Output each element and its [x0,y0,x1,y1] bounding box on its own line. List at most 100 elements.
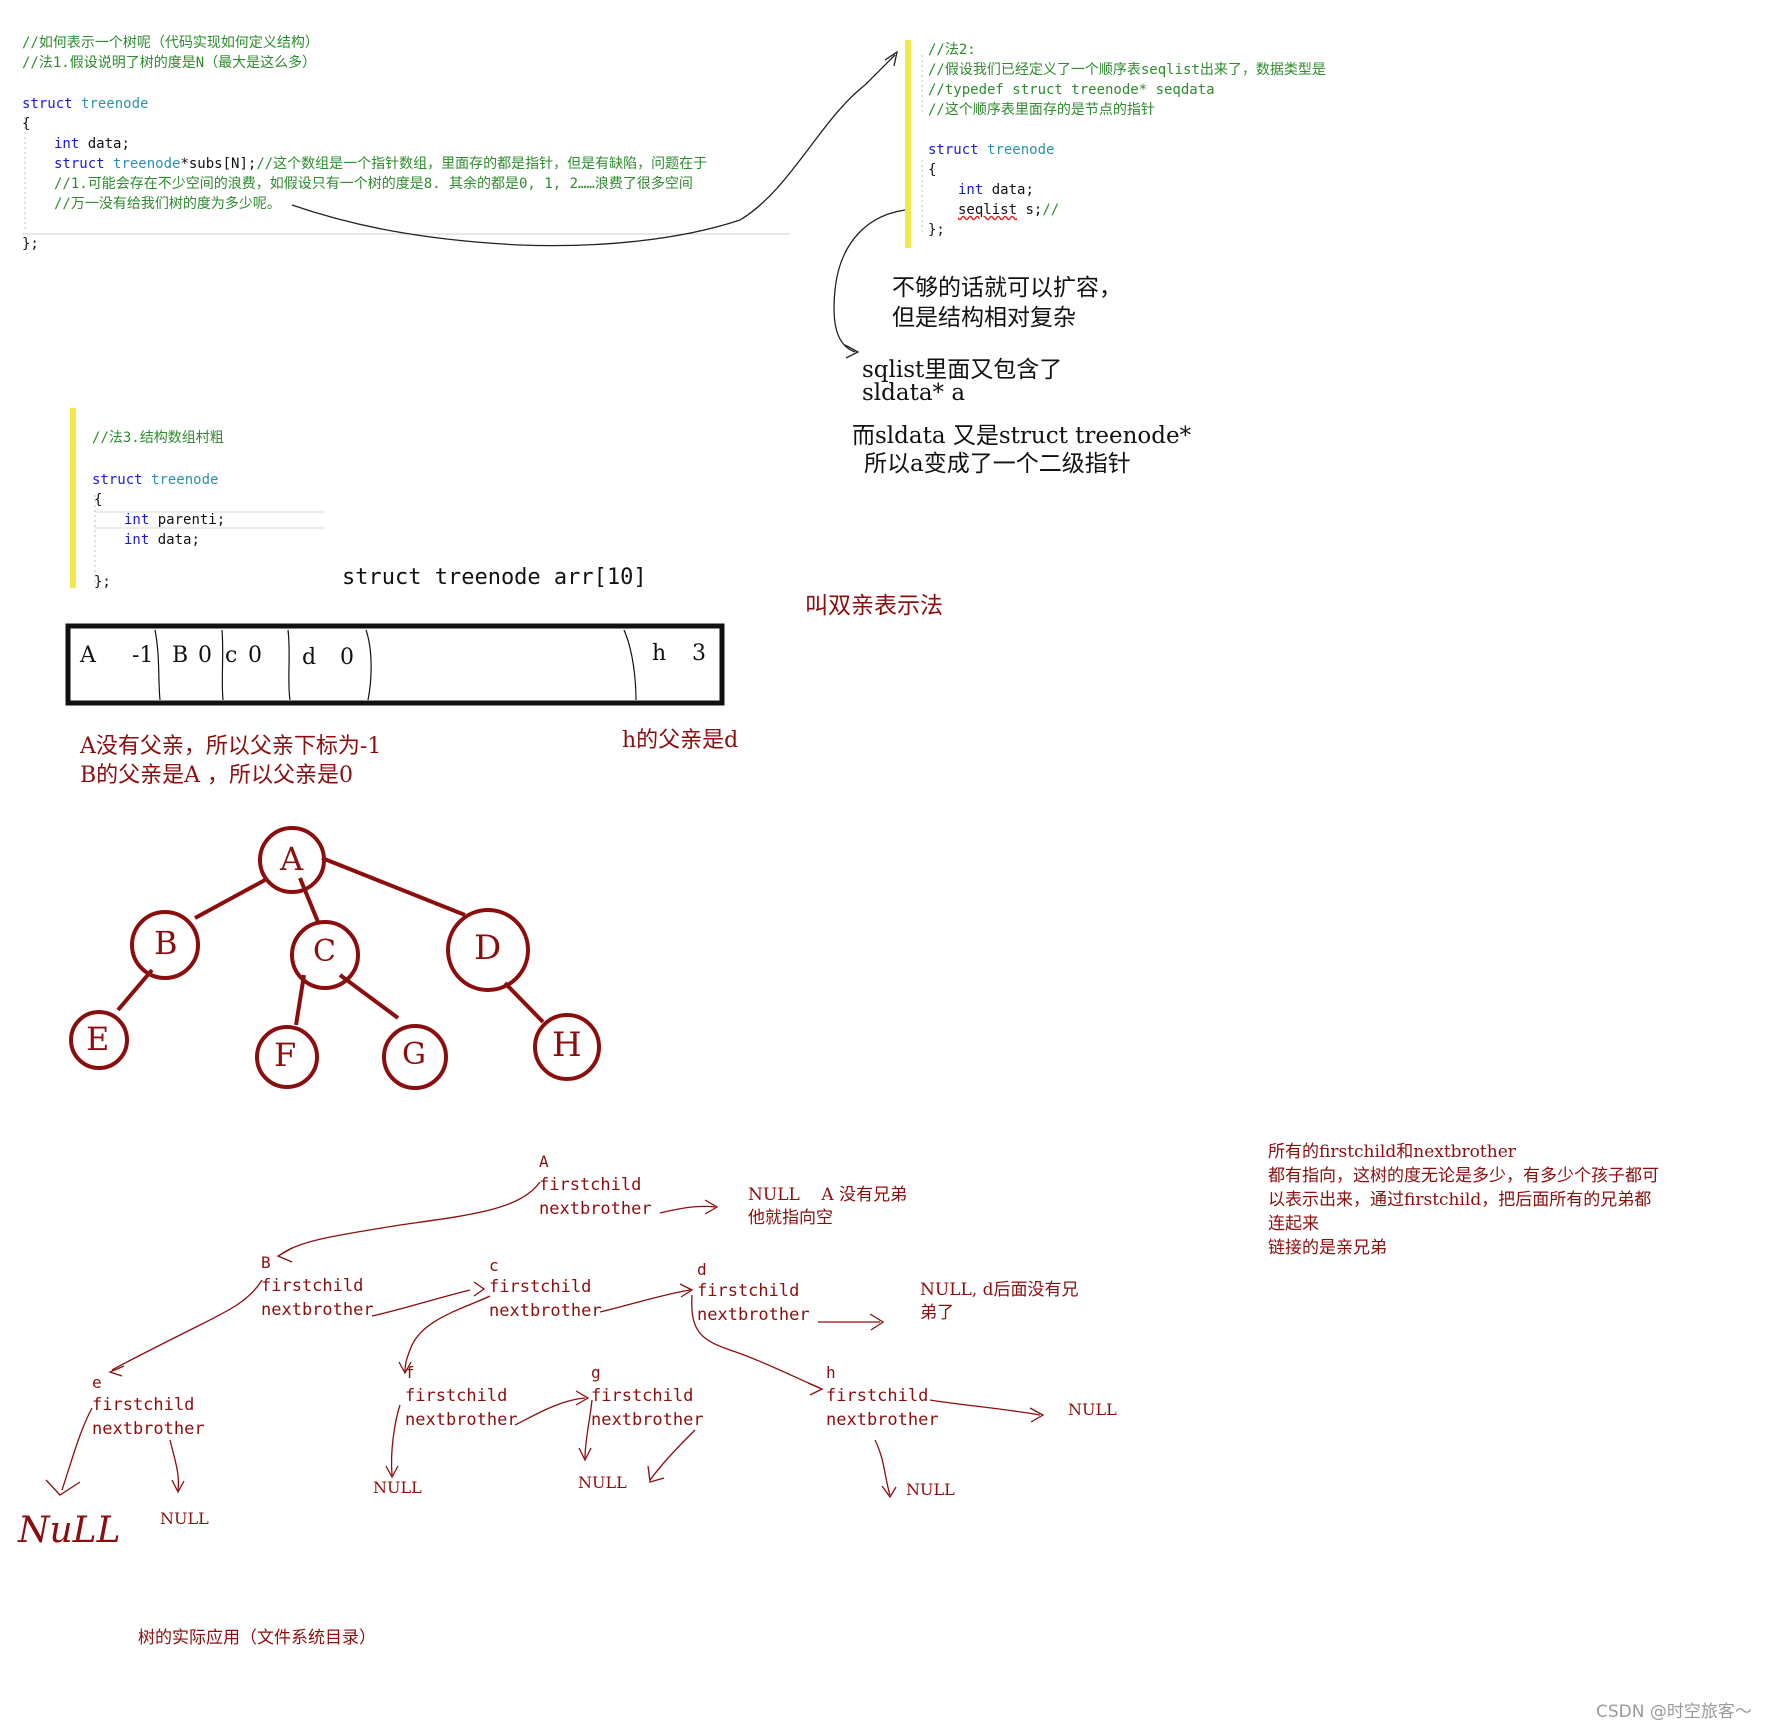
lcrs-b-nextbrother: nextbrother [261,1300,374,1320]
kw-int: int [54,136,80,152]
cell-c-name: c [225,643,238,668]
field-data: data; [983,182,1034,198]
tree-label-f: F [274,1036,297,1074]
array-declaration: struct treenode arr[10] [342,565,647,590]
lcrs-h-nextbrother: nextbrother [826,1410,939,1430]
cell-h-name: h [652,641,667,666]
tree-label-g: G [402,1037,426,1072]
tree-label-c: C [313,934,336,969]
tree-label-h: H [552,1025,582,1065]
tree-node-f [255,1025,319,1089]
field-data: data; [149,532,200,548]
code1-comment-2: //法1.假设说明了树的度是N（最大是这么多） [22,55,317,71]
lcrs-label-f: f [405,1363,415,1382]
kw-int: int [124,532,150,548]
field-parenti: parenti; [149,512,226,528]
code1-comment-3: //这个数组是一个指针数组，里面存的都是指针，但是有缺陷，问题在于 [256,156,708,172]
kw-struct: struct [92,472,143,488]
null-h-firstchild: NULL [906,1480,955,1499]
summary-line-1: 所有的firstchild和nextbrother [1268,1142,1516,1162]
cell-b-name: B [172,643,189,668]
code1-subs-line: struct treenode*subs[N];//这个数组是一个指针数组，里面… [54,154,707,174]
note-sqlist-3: 而sldata 又是struct treenode* [852,423,1192,449]
cell-c-parent: 0 [248,643,262,668]
note-a-parent: A没有父亲，所以父亲下标为-1 [80,734,382,759]
type-treenode: treenode [987,142,1055,158]
code3-comment-1: //法3.结构数组村粗 [92,430,224,446]
highlight-bar [905,40,911,248]
code1-comment-1: //如何表示一个树呢（代码实现如何定义结构） [22,35,319,51]
code2-brace-open: { [928,162,937,178]
cell-divider-1 [154,629,161,701]
cell-divider-4 [365,629,372,701]
code1-struct-line: struct treenode [22,94,148,114]
lcrs-a-firstchild: firstchild [539,1175,642,1195]
code3-parenti-line: int parenti; [124,510,225,530]
tree-label-a: A [280,840,304,878]
summary-line-2: 都有指向，这树的度无论是多少，有多少个孩子都可 [1268,1166,1659,1186]
tree-label-d: D [474,928,502,968]
lcrs-e-firstchild: firstchild [92,1395,195,1415]
lcrs-b-firstchild: firstchild [261,1276,364,1296]
kw-struct: struct [54,156,105,172]
code2-comment-3: //typedef struct treenode* seqdata [928,82,1215,98]
link-arrowhead-2 [844,344,860,359]
lcrs-label-b: B [261,1253,271,1272]
cell-a-name: A [80,643,96,668]
tree-node-a [258,826,326,894]
cell-divider-2 [221,629,224,701]
lcrs-d-firstchild: firstchild [697,1281,800,1301]
cell-divider-3 [287,629,291,701]
watermark: CSDN @时空旅客～ [1596,1702,1752,1722]
null-g-firstchild: NULL [578,1473,627,1492]
lcrs-label-e: e [92,1373,102,1392]
null-e-firstchild-handwritten: NuLL [18,1510,121,1551]
lcrs-d-nextbrother: nextbrother [697,1305,810,1325]
code2-comment-2: //假设我们已经定义了一个顺序表seqlist出来了，数据类型是 [928,62,1326,78]
tree-label-e: E [86,1020,110,1058]
code2-brace-close: }; [928,222,945,238]
lcrs-a-note-2: 他就指向空 [748,1208,833,1228]
lcrs-label-d: d [697,1260,707,1279]
code1-brace-open: { [22,116,31,132]
link-curve-2 [833,209,906,353]
kw-struct: struct [22,96,73,112]
tree-node-g [382,1024,448,1090]
code2-struct-line: struct treenode [928,140,1054,160]
kw-int: int [124,512,150,528]
parent-method-label: 叫双亲表示法 [805,593,943,619]
lcrs-g-nextbrother: nextbrother [591,1410,704,1430]
code1-int-line: int data; [54,134,130,154]
note-b-parent: B的父亲是A ，所以父亲是0 [80,763,354,788]
tree-node-b [130,910,200,980]
note-expand-2: 但是结构相对复杂 [892,305,1076,331]
code1-comment-5: //万一没有给我们树的度为多少呢。 [54,196,281,212]
cell-b-parent: 0 [198,643,212,668]
application-note: 树的实际应用（文件系统目录） [138,1628,376,1648]
tree-nodes [69,826,601,1090]
summary-line-4: 连起来 [1268,1214,1319,1234]
tree-edges [116,856,545,1026]
code2-comment-1: //法2: [928,42,976,58]
cell-h-parent: 3 [692,641,706,666]
lcrs-f-firstchild: firstchild [405,1386,508,1406]
note-h-parent: h的父亲是d [622,728,739,753]
lcrs-d-note-1: NULL, d后面没有兄 [920,1280,1079,1300]
summary-line-3: 以表示出来，通过firstchild，把后面所有的兄弟都 [1268,1190,1652,1210]
field-data: data; [79,136,130,152]
lcrs-label-g: g [591,1363,601,1382]
array-box [65,623,725,706]
kw-int: int [958,182,984,198]
lcrs-arrows [45,1181,1045,1499]
lcrs-a-note-1: NULL A 没有兄弟 [748,1185,908,1205]
cell-divider-5 [623,629,637,701]
tree-node-e [69,1010,129,1070]
lcrs-c-firstchild: firstchild [489,1277,592,1297]
cell-d-parent: 0 [340,645,354,670]
highlight-bar [70,408,76,588]
cell-d-name: d [302,645,317,670]
cell-a-parent: -1 [132,643,154,668]
field-subs: *subs[N]; [180,156,257,172]
lcrs-f-nextbrother: nextbrother [405,1410,518,1430]
